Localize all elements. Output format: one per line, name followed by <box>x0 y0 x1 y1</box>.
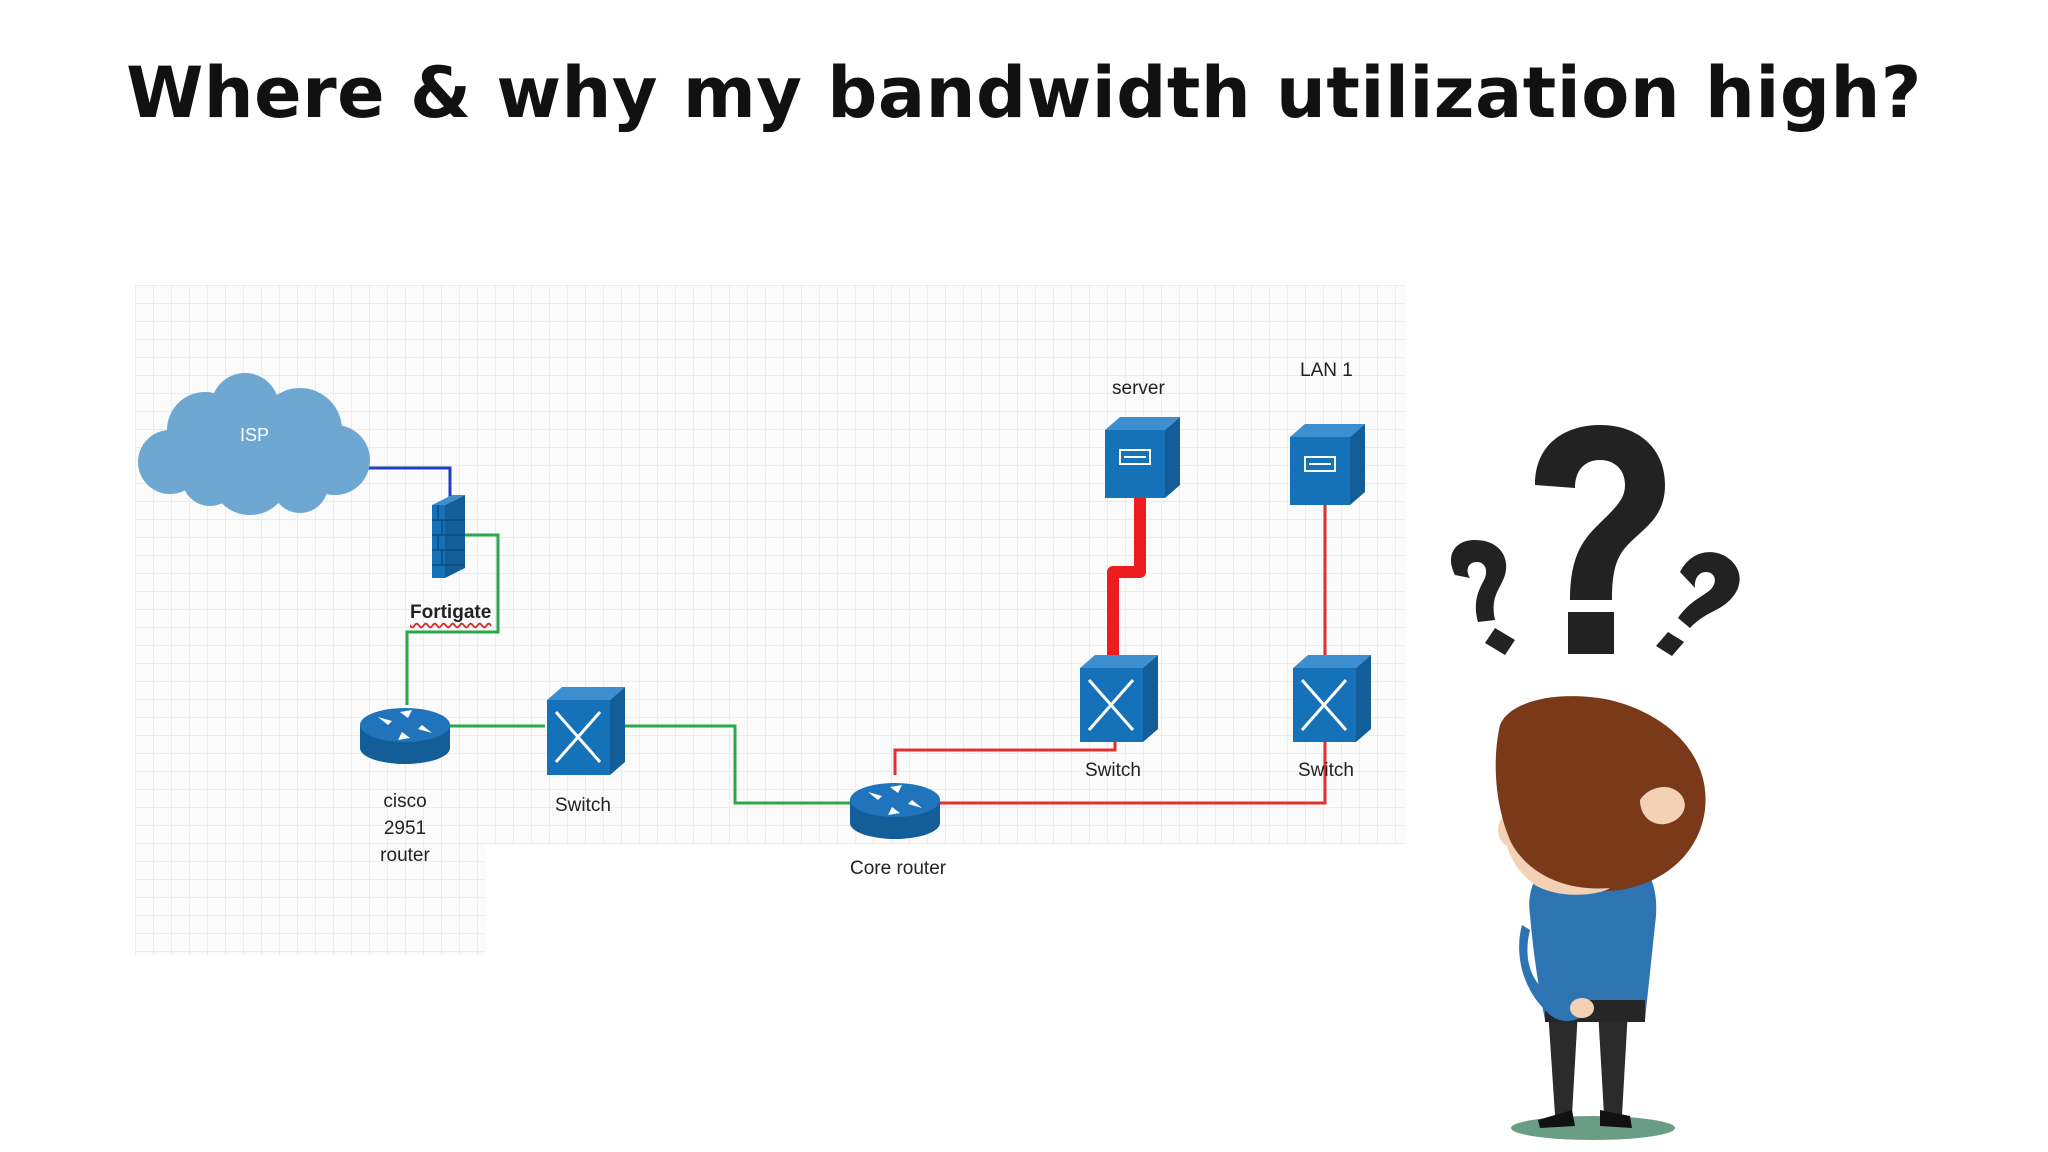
link-switch-core-router <box>620 724 850 805</box>
node-label-cisco-router: cisco 2951 router <box>360 788 450 869</box>
firewall-icon <box>432 495 465 578</box>
link-switch-server-highlight <box>1107 492 1146 655</box>
node-label-isp: ISP <box>240 425 270 445</box>
node-label-core-router: Core router <box>850 858 947 879</box>
page-title: Where & why my bandwidth utilization hig… <box>126 52 1922 134</box>
node-label-switch-lan: Switch <box>1298 760 1354 781</box>
link-core-router-switch-lan <box>935 735 1327 805</box>
cloud-icon <box>138 373 370 515</box>
node-label-lan1: LAN 1 <box>1300 360 1353 381</box>
node-label-fortigate: Fortigate <box>410 602 492 623</box>
link-core-router-switch-server <box>893 735 1117 775</box>
switch-icon <box>547 687 625 775</box>
router-icon <box>360 708 450 764</box>
node-label-cisco-router-line-2: 2951 <box>383 818 427 839</box>
node-label-cisco-router-line-1: cisco <box>383 791 427 812</box>
node-label-server: server <box>1112 378 1165 399</box>
question-mark-icon <box>1451 425 1740 656</box>
canvas-edge <box>485 845 1410 960</box>
diagram-canvas <box>135 285 1405 955</box>
router-icon <box>850 783 940 839</box>
server-icon <box>1105 417 1180 498</box>
switch-icon <box>1080 655 1158 742</box>
confused-person-icon <box>1495 696 1706 1140</box>
node-label-switch-server: Switch <box>1085 760 1141 781</box>
node-label-switch-left: Switch <box>555 795 611 816</box>
server-icon <box>1290 424 1365 505</box>
link-fortigate-cisco-router <box>405 533 500 705</box>
links <box>365 466 1327 805</box>
node-label-cisco-router-line-3: router <box>380 845 430 866</box>
link-isp-fortigate <box>365 466 452 505</box>
switch-icon <box>1293 655 1371 742</box>
